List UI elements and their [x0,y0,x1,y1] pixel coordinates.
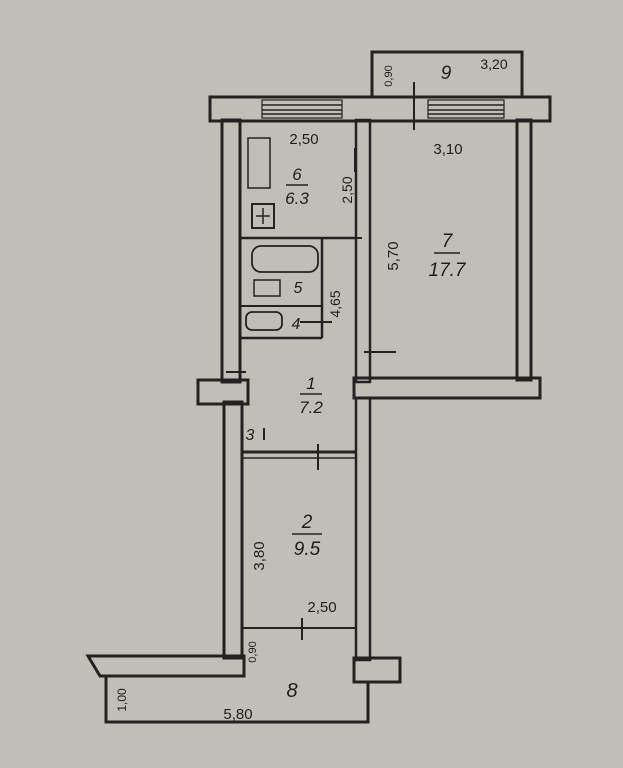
dim-room-7-width: 3,10 [433,141,462,158]
room-7-number: 7 [442,231,454,252]
room-fraction-lines [286,184,460,535]
bottom-wall-room-7 [352,376,542,400]
dim-loggia-depth: 1,00 [115,688,129,712]
top-exterior-wall [208,95,552,123]
loggia-8-outline [104,676,370,724]
room-6-number: 6 [292,165,302,184]
window-room-7 [427,99,505,119]
left-wall-upper [220,118,242,384]
kitchen-counter [247,137,271,189]
dim-balcony-length: 3,20 [480,56,507,72]
bottom-wall-left [85,654,246,678]
room-7-area: 17.7 [429,260,467,281]
dim-kitchen-width: 2,50 [289,131,318,148]
dim-loggia-length: 5,80 [223,706,252,723]
dim-room-7-length: 5,70 [385,241,402,270]
door-ticks [226,82,415,640]
dimension-labels: 2,50 3,10 2,50 5,70 4,65 3,80 2,50 5,80 … [115,56,508,723]
room-5-number: 5 [294,280,303,297]
room-3-number: 3 [246,427,255,444]
room-2-area: 9.5 [294,539,321,560]
balcony-9-outline [370,50,524,98]
room-9-number: 9 [441,63,452,84]
dim-room-2-width: 2,50 [307,599,336,616]
room-8-number: 8 [286,680,297,702]
dim-bath-length: 4,65 [327,290,343,317]
dim-kitchen-length: 2,50 [339,176,355,203]
room-1-number: 1 [306,374,315,393]
right-wall-room-7 [515,118,533,382]
dim-wall-gap: 0,90 [247,641,259,662]
room-6-area: 6.3 [285,189,309,208]
dim-balcony-depth: 0,90 [383,65,395,86]
bottom-wall-right [352,656,402,684]
right-wall-lower [354,396,372,662]
fixtures [245,137,319,331]
partition-6-7 [354,118,372,384]
room-4-number: 4 [292,316,301,333]
sink-icon [253,279,281,297]
room-labels: 1 7.2 2 9.5 3 4 5 6 6.3 7 17.7 8 9 [246,63,467,702]
room-2-number: 2 [301,512,313,533]
window-room-6 [261,99,343,119]
left-wall-lower [222,400,244,660]
stove-icon [251,203,275,229]
room-1-area: 7.2 [299,398,323,417]
dim-room-2-length: 3,80 [251,541,268,570]
toilet-icon [245,311,283,331]
bathtub-icon [251,245,319,273]
